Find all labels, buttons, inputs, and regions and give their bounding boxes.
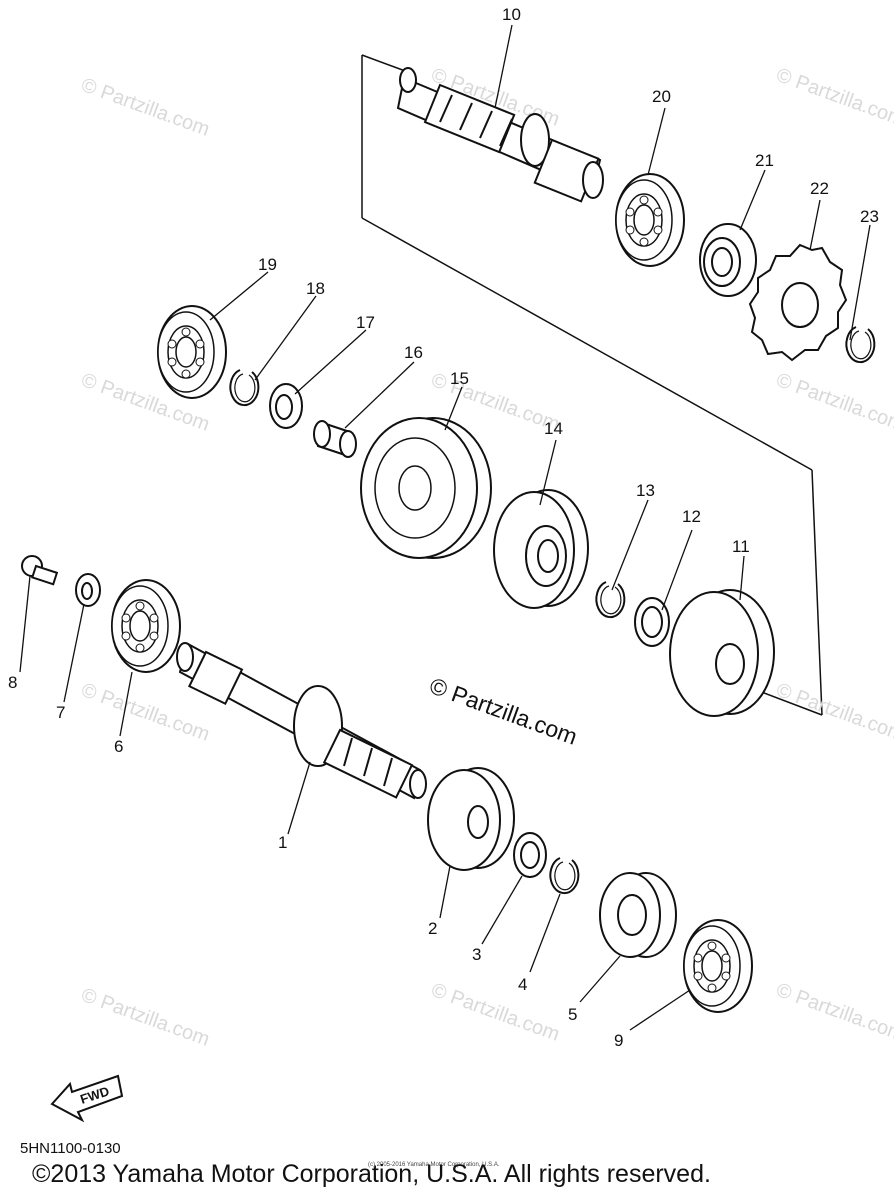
callout-17: 17 [356,313,375,332]
watermark-text: © Partzilla.com [773,64,894,131]
part-6-bearing [111,579,181,673]
leader-lines [19,24,871,1031]
callout-12: 12 [682,507,701,526]
part-17-washer [269,383,303,429]
part-1-main-axle [176,642,427,800]
callout-2: 2 [428,919,437,938]
part-21-oil-seal [699,223,757,297]
fwd-arrow-icon: FWD [50,1074,124,1123]
part-14-gear [493,489,589,609]
part-20-bearing [615,173,685,267]
callout-18: 18 [306,279,325,298]
callout-14: 14 [544,419,563,438]
callout-3: 3 [472,945,481,964]
callout-13: 13 [636,481,655,500]
callout-4: 4 [518,975,527,994]
callout-7: 7 [56,703,65,722]
part-19-bearing [157,305,227,399]
watermark-text: © Partzilla.com [78,984,212,1051]
callout-11: 11 [732,537,750,556]
part-16-collar [313,420,357,458]
watermark-text: © Partzilla.com [773,979,894,1046]
part-18-circlip [229,369,260,407]
part-22-sprocket [748,243,848,362]
callout-1: 1 [278,833,287,852]
copyright-notice: ©2013 Yamaha Motor Corporation, U.S.A. A… [32,1160,711,1188]
part-13-circlip [595,581,626,619]
part-11-gear [669,589,775,717]
callout-20: 20 [652,87,671,106]
part-code: 5HN1100-0130 [20,1140,121,1157]
callout-19: 19 [258,255,277,274]
part-7-washer [75,573,101,607]
callout-10: 10 [502,5,521,24]
watermark-text: © Partzilla.com [773,679,894,746]
watermark-text: © Partzilla.com [773,369,894,436]
part-4-circlip [549,857,580,895]
part-5-gear [599,872,677,958]
part-9-bearing [683,919,753,1013]
callout-9: 9 [614,1031,623,1050]
callout-8: 8 [8,673,17,692]
part-23-circlip [845,326,876,364]
callout-16: 16 [404,343,423,362]
callout-23: 23 [860,207,879,226]
part-3-washer [513,832,547,878]
part-8-bolt [21,555,59,586]
part-2-gear [427,767,515,871]
watermark-text: © Partzilla.com [78,679,212,746]
part-15-gear [360,417,492,559]
callout-15: 15 [450,369,469,388]
callout-5: 5 [568,1005,577,1024]
watermark-layer: © Partzilla.com © Partzilla.com © Partzi… [78,64,894,1051]
tiny-copyright: (c) 2005-2016 Yamaha Motor Corporation, … [368,1162,500,1168]
watermark-main: © Partzilla.com [426,672,581,749]
watermark-text: © Partzilla.com [78,74,212,141]
callout-6: 6 [114,737,123,756]
part-12-washer [634,597,670,647]
part-10-drive-axle [396,67,604,203]
callout-21: 21 [755,151,774,170]
watermark-text: © Partzilla.com [428,979,562,1046]
callout-labels: 1 2 3 4 5 6 7 8 9 10 11 12 13 14 15 16 1… [8,5,879,1050]
callout-22: 22 [810,179,829,198]
